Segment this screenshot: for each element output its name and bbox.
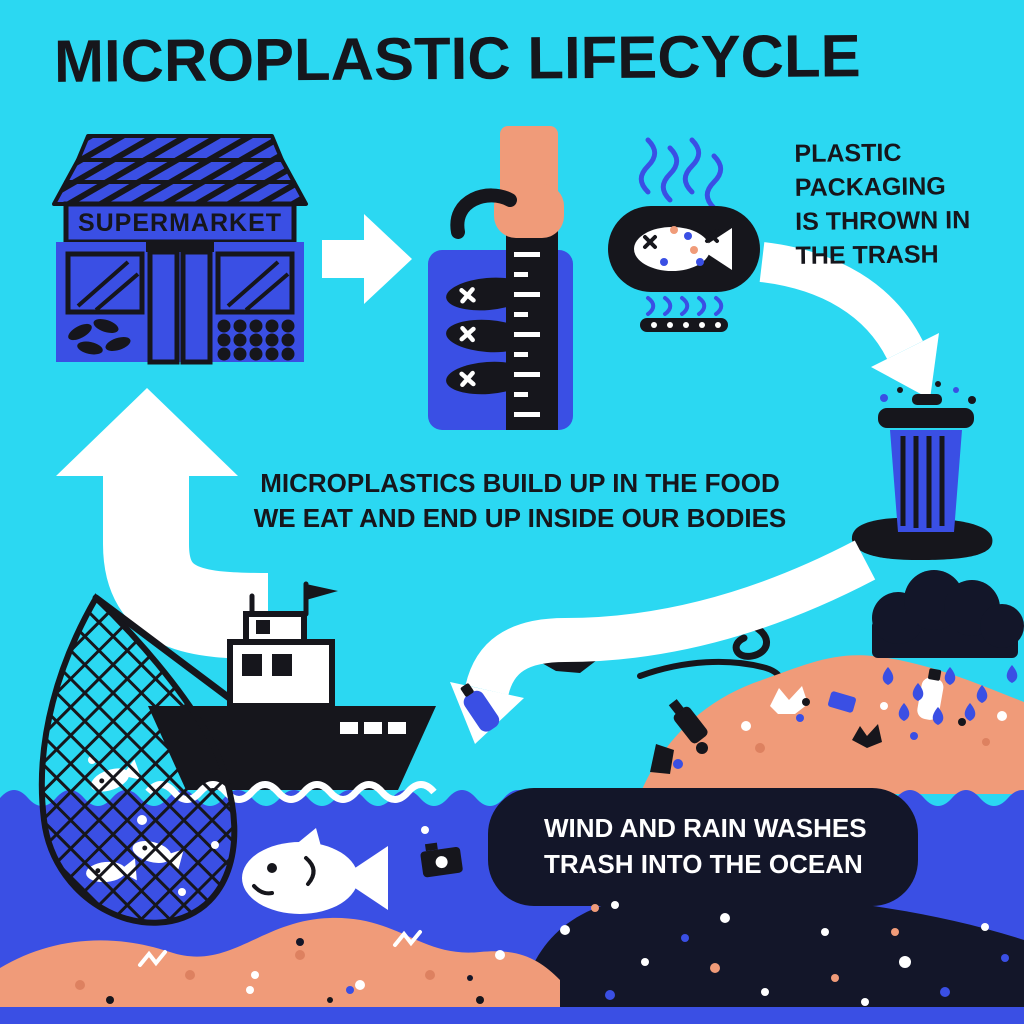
trash-heap-illustration [640,655,1024,794]
caption-line: PACKAGING [794,172,946,202]
can-fish-icon [634,226,732,271]
shop-window-right-icon [215,251,295,315]
caption-line: IS THROWN IN [795,206,971,236]
caption-blob [488,788,918,906]
caption-plastic-packaging: PLASTIC PACKAGING IS THROWN IN THE TRASH [794,135,970,273]
caption-line: PLASTIC [794,138,902,168]
shop-door-icon [146,242,214,365]
steam-icon [707,156,721,208]
trash-paper-icon [770,686,808,714]
steam-icon [641,140,655,192]
crane-pole [92,594,236,704]
rain-cloud-icon [872,570,1024,725]
caption-line: MICROPLASTICS BUILD UP IN THE FOOD [260,468,780,498]
caption-line: THE TRASH [795,240,939,270]
packaged-fish-icon [444,316,548,358]
steam-icon [663,148,677,200]
trash-can-icon [851,381,993,560]
fish-icon [242,828,388,914]
caption-microplastics-food: MICROPLASTICS BUILD UP IN THE FOOD WE EA… [200,466,840,536]
supermarket-sign-board [63,201,297,245]
arrow-up-icon [56,388,269,659]
packaged-fish-icon [444,356,548,398]
arrow-right-icon [322,214,412,304]
caption-line: WE EAT AND END UP INSIDE OUR BODIES [253,503,787,533]
produce-oranges-icon [217,319,295,361]
produce-leaves-icon [68,319,131,355]
steam-icon [685,140,699,192]
caption-wind-rain: WIND AND RAIN WASHES TRASH INTO THE OCEA… [544,810,867,882]
page-title: MICROPLASTIC LIFECYCLE [53,22,861,95]
caption-line: WIND AND RAIN WASHES [544,813,867,843]
supermarket-illustration [52,134,308,365]
camera-trash-icon [420,842,463,878]
plastic-bottle-icon [460,683,500,732]
trash-chip-icon [828,691,856,713]
trash-paper-icon [852,724,882,748]
deep-sea [520,895,1024,1024]
packaged-fish-icon [444,272,548,315]
microplastic-dots [211,826,1009,1006]
canned-fish-illustration [608,140,760,332]
fishing-net-icon [38,593,238,926]
flag-icon [306,584,338,600]
fish-package-illustration [428,126,573,430]
caption-line: TRASH INTO THE OCEAN [544,849,863,879]
supermarket-sign: SUPERMARKET [77,208,283,237]
bottom-stripe [0,1007,1024,1024]
handle-icon [450,188,517,239]
trash-bottle-icon [668,699,708,744]
upper-cabin [243,611,307,645]
trash-bag-icon [650,744,674,774]
arrow-to-trash-icon [759,242,939,399]
arm [500,126,558,200]
sediment [0,917,560,1024]
shop-window-left-icon [65,251,145,315]
